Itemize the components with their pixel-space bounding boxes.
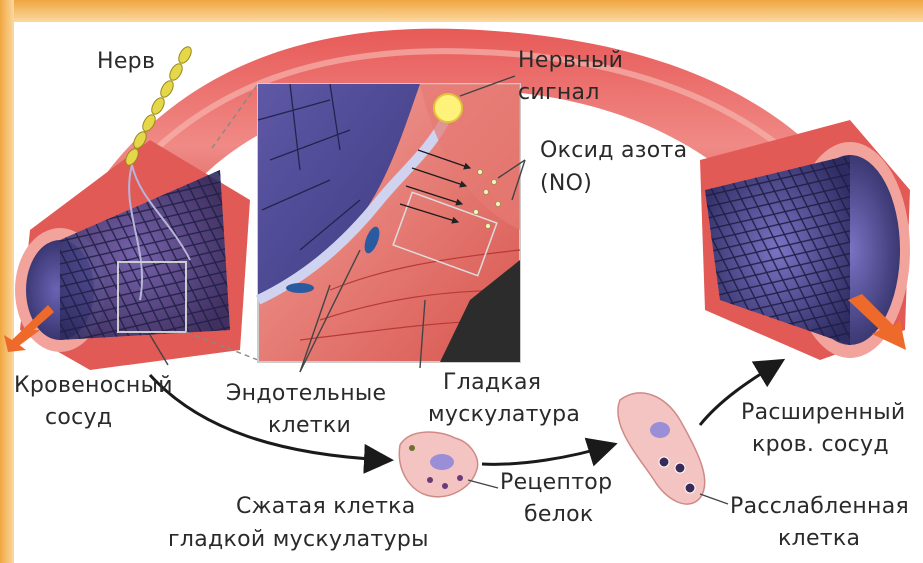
- relaxed-cell: [618, 393, 705, 504]
- arrow-contracted-to-relaxed: [482, 445, 612, 464]
- label-dilated-vessel-line1: Расширенный: [741, 400, 906, 426]
- nerve-signal-burst: [434, 94, 462, 122]
- label-smooth-muscle-line1: Гладкая: [443, 370, 541, 396]
- label-blood-vessel-line2: сосуд: [45, 405, 112, 431]
- label-endothelial-line2: клетки: [268, 413, 351, 439]
- label-smooth-muscle-line2: мускулатура: [428, 402, 580, 428]
- label-receptor-line1: Рецептор: [500, 470, 612, 496]
- contracted-cell: [399, 432, 477, 497]
- label-blood-vessel-line1: Кровеносный: [14, 373, 173, 399]
- label-contracted-cell-line1: Сжатая клетка: [236, 494, 416, 520]
- label-relaxed-cell-line1: Расслабленная: [730, 494, 909, 520]
- zoom-inset: [258, 84, 520, 362]
- label-endothelial-line1: Эндотельные: [226, 381, 386, 407]
- label-nerve-signal-line2: сигнал: [518, 80, 600, 106]
- left-vessel-section: [4, 140, 250, 370]
- label-nerve-signal-line1: Нервный: [518, 48, 623, 74]
- label-dilated-vessel-line2: кров. сосуд: [752, 432, 889, 458]
- label-nitric-oxide-line2: (NO): [540, 171, 592, 197]
- label-receptor-line2: белок: [524, 502, 593, 528]
- label-relaxed-cell-line2: клетка: [778, 526, 860, 552]
- label-nitric-oxide-line1: Оксид азота: [540, 138, 687, 164]
- label-contracted-cell-line2: гладкой мускулатуры: [168, 527, 429, 553]
- right-vessel-section: [700, 120, 910, 360]
- label-nerve: Нерв: [97, 49, 155, 75]
